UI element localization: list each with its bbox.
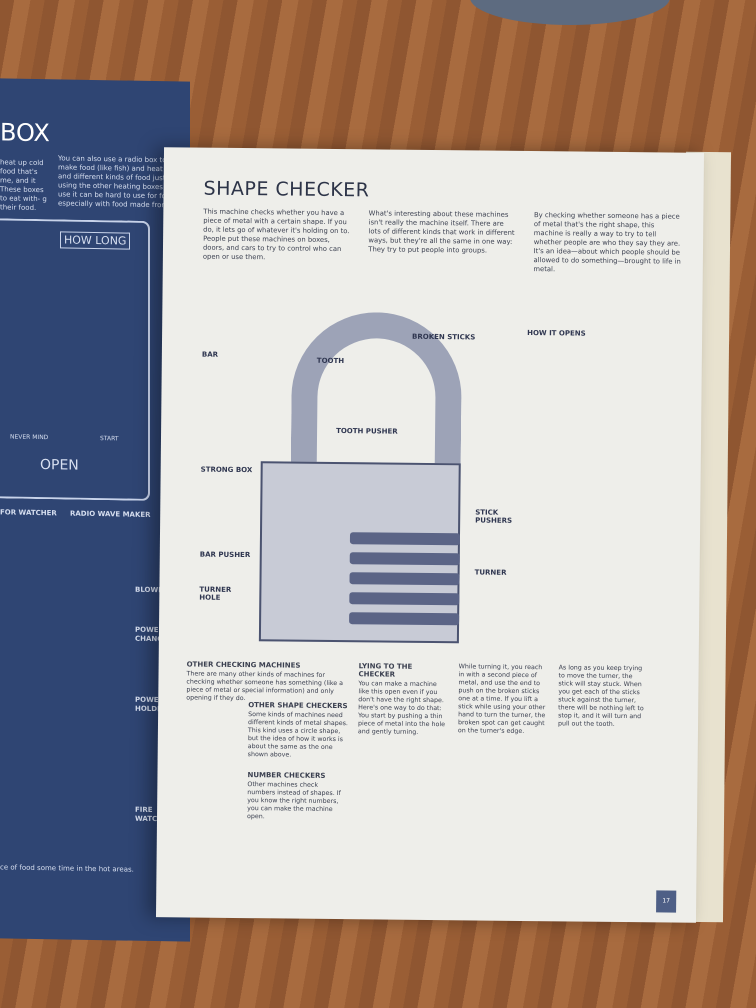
label-bar-pusher: BAR PUSHER (199, 550, 251, 560)
stick (349, 532, 461, 546)
section-text: Some kinds of machines need different ki… (247, 711, 348, 759)
panel-label: HOW LONG (60, 231, 131, 250)
left-title: BOX (0, 118, 50, 148)
stick (349, 552, 460, 566)
label-tooth: TOOTH (316, 356, 345, 366)
stick (349, 592, 460, 606)
section-text: You can make a machine like this open ev… (357, 680, 446, 736)
stick (349, 572, 460, 586)
page-number: 17 (656, 890, 677, 913)
label-bar: BAR (201, 350, 219, 359)
label-turner: TURNER (474, 568, 507, 577)
lock-diagram: BAR TOOTH BROKEN STICKS HOW IT OPENS TOO… (199, 281, 683, 666)
page-title: SHAPE CHECKER (203, 177, 370, 202)
intro-paragraph: By checking whether someone has a piece … (533, 211, 681, 274)
never-mind-label: NEVER MIND (10, 433, 49, 442)
label-stick-pushers: STICK PUSHERS (475, 508, 513, 525)
label-strong-box: STRONG BOX (200, 465, 253, 475)
label-broken-sticks: BROKEN STICKS (412, 332, 476, 342)
left-intro-1: heat up cold food that's me, and it Thes… (0, 158, 47, 212)
label-how-it-opens: HOW IT OPENS (527, 329, 586, 338)
heading: FOR WATCHER (0, 508, 57, 518)
right-page: SHAPE CHECKER This machine checks whethe… (155, 147, 705, 923)
label-turner-hole: TURNER HOLE (199, 585, 232, 602)
stick (349, 612, 460, 626)
intro-paragraph: What's interesting about these machines … (368, 209, 515, 255)
section-title: NUMBER CHECKERS (247, 771, 326, 780)
left-footer: ce of food some time in the hot areas. (0, 863, 134, 874)
section-text: As long as you keep trying to move the t… (557, 664, 644, 728)
section-title: OTHER SHAPE CHECKERS (248, 701, 348, 711)
start-label: START (100, 435, 119, 443)
section-text: Other machines check numbers instead of … (247, 781, 341, 821)
section-lying-2: While turning it, you reach in with a se… (458, 663, 549, 736)
label-tooth-pusher: TOOTH PUSHER (336, 427, 398, 436)
section-title: LYING TO THE CHECKER (358, 662, 413, 679)
heading: RADIO WAVE MAKER (70, 509, 151, 519)
section-title: OTHER CHECKING MACHINES (186, 660, 301, 670)
oven-illustration: HOW LONG NEVER MIND START OPEN (0, 218, 150, 501)
open-label: OPEN (40, 457, 79, 474)
intro-paragraph: This machine checks whether you have a p… (202, 207, 350, 262)
section-lying-3: As long as you keep trying to move the t… (558, 664, 649, 729)
section-text: There are many other kinds of machines f… (186, 670, 344, 703)
section-text: While turning it, you reach in with a se… (457, 663, 546, 735)
